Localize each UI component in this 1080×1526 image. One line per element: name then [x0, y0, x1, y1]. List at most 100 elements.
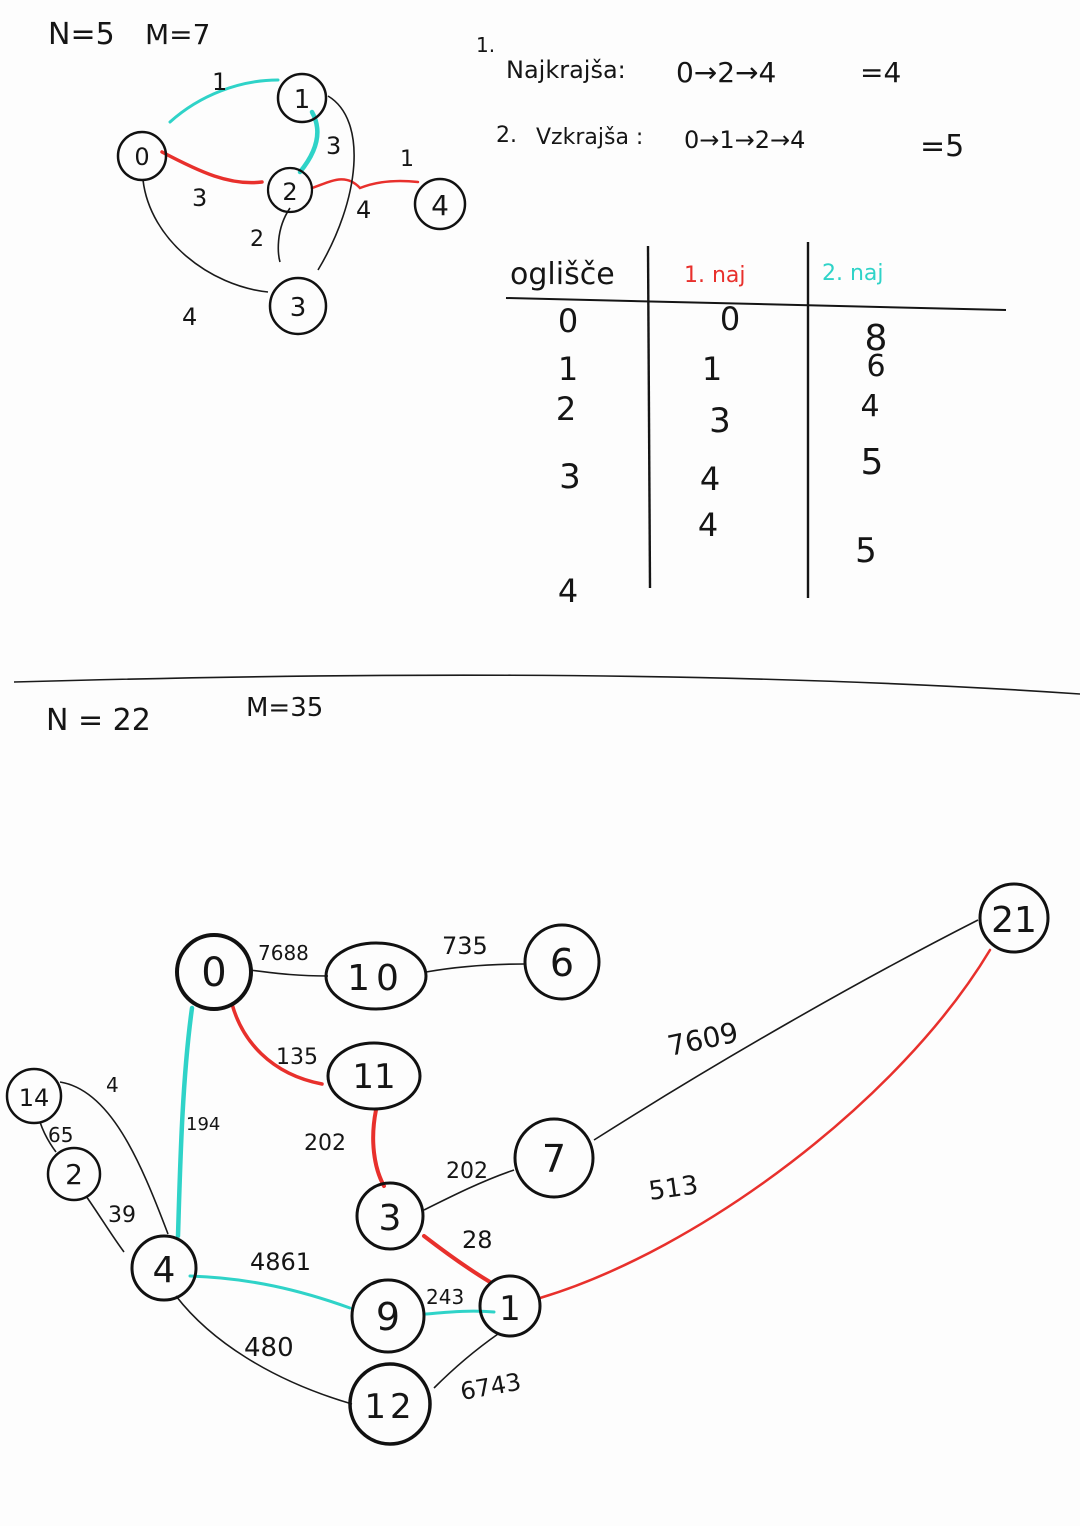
table-header-first: 1. naj — [684, 263, 746, 288]
bottom-weight-7-21: 7609 — [665, 1016, 742, 1063]
table-header-rule — [505, 297, 1007, 311]
top-m-label: M=7 — [145, 18, 210, 51]
table-col-first: 0 1 3 4 4 — [698, 300, 740, 544]
bottom-weight-3-7: 202 — [446, 1159, 488, 1184]
bottom-weight-9-1: 243 — [426, 1285, 464, 1309]
bottom-edge-7-21 — [593, 919, 979, 1141]
table-cell: 3 — [559, 457, 581, 497]
table-cell: 1 — [702, 350, 722, 388]
svg-text:3: 3 — [379, 1198, 402, 1239]
bottom-node-3: 3 — [355, 1181, 425, 1251]
table-cell: 3 — [709, 401, 731, 441]
bottom-edge-1-21 — [538, 948, 992, 1300]
bottom-weight-0-11: 135 — [276, 1045, 318, 1070]
top-weight-2-4: 1 — [400, 147, 414, 172]
bottom-edge-11-3 — [371, 1108, 386, 1188]
bottom-graph-edges — [39, 919, 992, 1405]
top-edge-0-3 — [142, 179, 269, 293]
bottom-edge-0-4 — [175, 1005, 195, 1239]
bottom-node-14: 14 — [5, 1067, 63, 1125]
bottom-node-0: 0 — [175, 933, 253, 1011]
table-header-vertex: oglišče — [510, 257, 615, 292]
top-weight-0-2: 3 — [192, 184, 207, 212]
top-weight-1-2: 3 — [326, 132, 341, 160]
top-table: oglišče 1. naj 2. naj 0 1 2 3 4 0 1 3 4 … — [505, 242, 1007, 610]
note-1-path: 0→2→4 — [676, 56, 776, 89]
top-notes: 1. Najkrajša: 0→2→4 =4 2. Vzkrajša : 0→1… — [476, 33, 964, 164]
top-edge-0-2 — [160, 150, 264, 185]
svg-text:0: 0 — [201, 950, 226, 996]
bottom-edge-4-9 — [188, 1274, 352, 1310]
top-graph-weights: 1 3 3 1 4 2 4 — [182, 68, 414, 331]
top-edge-2-3 — [277, 207, 291, 263]
table-cell: 0 — [720, 300, 740, 338]
svg-text:2: 2 — [65, 1158, 83, 1191]
top-node-0: 0 — [116, 130, 168, 182]
bottom-node-2: 2 — [46, 1146, 102, 1202]
bottom-weight-10-6: 735 — [442, 932, 488, 960]
table-cell: 4 — [700, 460, 720, 498]
bottom-weight-11-3: 202 — [304, 1131, 346, 1156]
table-cell: 5 — [855, 531, 877, 571]
bottom-weight-1-21: 513 — [647, 1170, 700, 1207]
bottom-edge-10-6 — [425, 963, 525, 973]
bottom-edge-3-1 — [422, 1234, 492, 1284]
table-cell: 4 — [558, 572, 578, 610]
svg-text:21: 21 — [991, 900, 1037, 941]
bottom-node-10: 10 — [324, 941, 428, 1011]
table-cell: 8 — [865, 318, 888, 359]
svg-text:10: 10 — [347, 958, 405, 999]
bottom-edge-14-4 — [59, 1081, 169, 1235]
svg-text:4: 4 — [431, 189, 449, 222]
bottom-edge-0-10 — [249, 969, 329, 977]
table-cell: 4 — [860, 389, 879, 424]
bottom-weight-3-1: 28 — [462, 1226, 493, 1254]
svg-text:11: 11 — [352, 1057, 395, 1097]
top-node-1: 1 — [276, 72, 328, 124]
top-graph-edges — [142, 78, 420, 293]
bottom-node-12: 12 — [348, 1362, 432, 1446]
bottom-weight-12-1: 6743 — [458, 1368, 523, 1406]
bottom-edge-9-1 — [424, 1309, 496, 1316]
table-col-second: 8 6 4 5 5 — [855, 318, 887, 571]
svg-text:7: 7 — [542, 1137, 566, 1181]
top-edge-0-1 — [168, 78, 280, 124]
note-2-path: 0→1→2→4 — [684, 126, 805, 154]
bottom-node-4: 4 — [130, 1234, 198, 1302]
svg-text:4: 4 — [153, 1250, 176, 1291]
top-weight-2-3: 2 — [250, 227, 264, 252]
table-cell: 0 — [558, 302, 578, 340]
bottom-edge-0-11 — [230, 1002, 324, 1086]
top-section: N=5 M=7 1 3 3 1 4 2 4 0 — [48, 17, 1007, 610]
top-node-2: 2 — [266, 166, 314, 214]
top-edge-1-4 — [317, 95, 355, 271]
bottom-node-7: 7 — [513, 1117, 595, 1199]
note-1-text: Najkrajša: — [506, 56, 626, 84]
table-col-divider-1 — [646, 245, 652, 589]
bottom-node-9: 9 — [350, 1278, 426, 1354]
bottom-edge-3-7 — [423, 1169, 515, 1211]
section-divider — [13, 674, 1080, 695]
bottom-edge-2-4 — [85, 1195, 125, 1253]
svg-text:12: 12 — [364, 1387, 415, 1427]
top-n-label: N=5 — [48, 17, 115, 52]
bottom-node-1: 1 — [478, 1274, 542, 1338]
svg-text:9: 9 — [376, 1295, 400, 1339]
bottom-n-label: N = 22 — [46, 703, 151, 738]
svg-text:14: 14 — [19, 1084, 50, 1112]
table-cell: 5 — [861, 442, 884, 483]
bottom-edge-14-2 — [39, 1121, 57, 1153]
bottom-weight-14-2: 65 — [48, 1123, 73, 1147]
note-1-number: 1. — [476, 33, 495, 57]
top-weight-0-1: 1 — [212, 68, 227, 96]
top-edge-1-2 — [297, 109, 320, 175]
bottom-weight-4-9: 4861 — [250, 1248, 311, 1276]
bottom-node-21: 21 — [978, 882, 1050, 954]
note-2-number: 2. — [496, 123, 517, 148]
table-cell: 4 — [698, 506, 718, 544]
bottom-graph-nodes: 0 10 6 21 11 14 — [5, 882, 1050, 1446]
svg-text:1: 1 — [499, 1289, 521, 1329]
table-header-second: 2. naj — [822, 261, 884, 286]
bottom-weight-4-12: 480 — [244, 1333, 294, 1363]
